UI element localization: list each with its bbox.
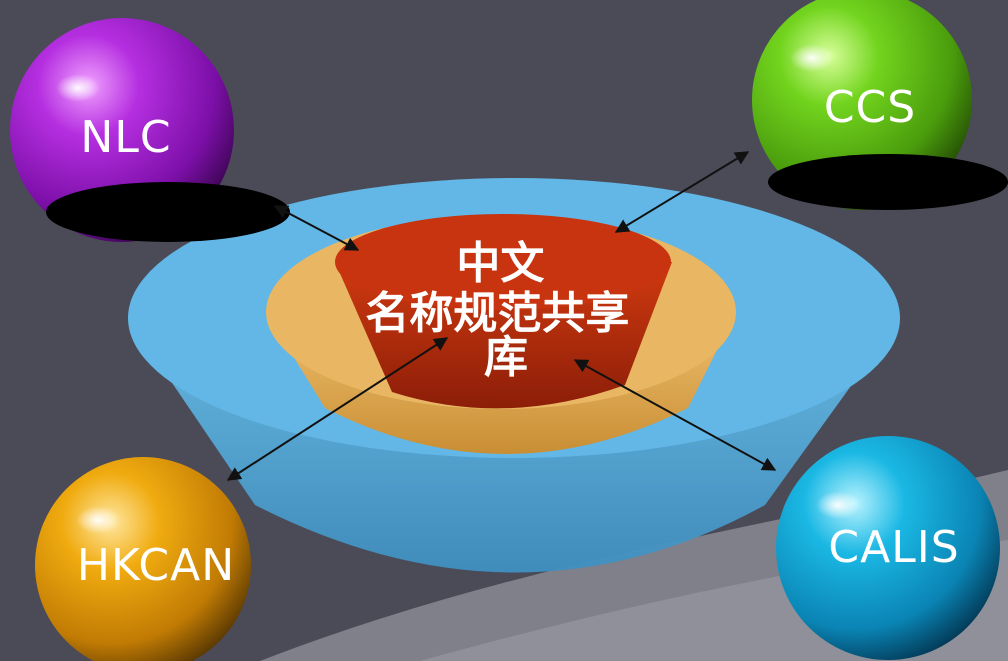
calis-to-core-arrow <box>573 359 777 471</box>
center-title: 中文 名称规范共享 库 <box>365 238 644 383</box>
ccs-shadow <box>768 154 1008 210</box>
nlc-shadow <box>46 182 290 242</box>
center-title-line-2: 名称规范共享 <box>365 288 629 339</box>
calis-highlight <box>816 491 860 519</box>
hkcan-to-core-arrow <box>226 337 449 481</box>
hkcan-label: HKCAN <box>77 540 235 591</box>
ccs-label: CCS <box>824 82 916 133</box>
node-calis: CALIS <box>776 436 1000 660</box>
nlc-label: NLC <box>80 112 171 163</box>
nlc-highlight <box>56 74 100 102</box>
ccs-highlight <box>790 44 834 72</box>
center-title-line-1: 中文 <box>456 238 544 289</box>
ccs-to-core-arrow <box>614 151 750 233</box>
hkcan-highlight <box>76 506 120 534</box>
calis-label: CALIS <box>828 522 959 573</box>
node-ccs: CCS <box>752 0 1008 210</box>
nlc-to-core-arrow <box>273 205 360 251</box>
node-nlc: NLC <box>10 18 290 242</box>
node-hkcan: HKCAN <box>35 457 251 661</box>
center-title-line-3: 库 <box>484 332 528 383</box>
